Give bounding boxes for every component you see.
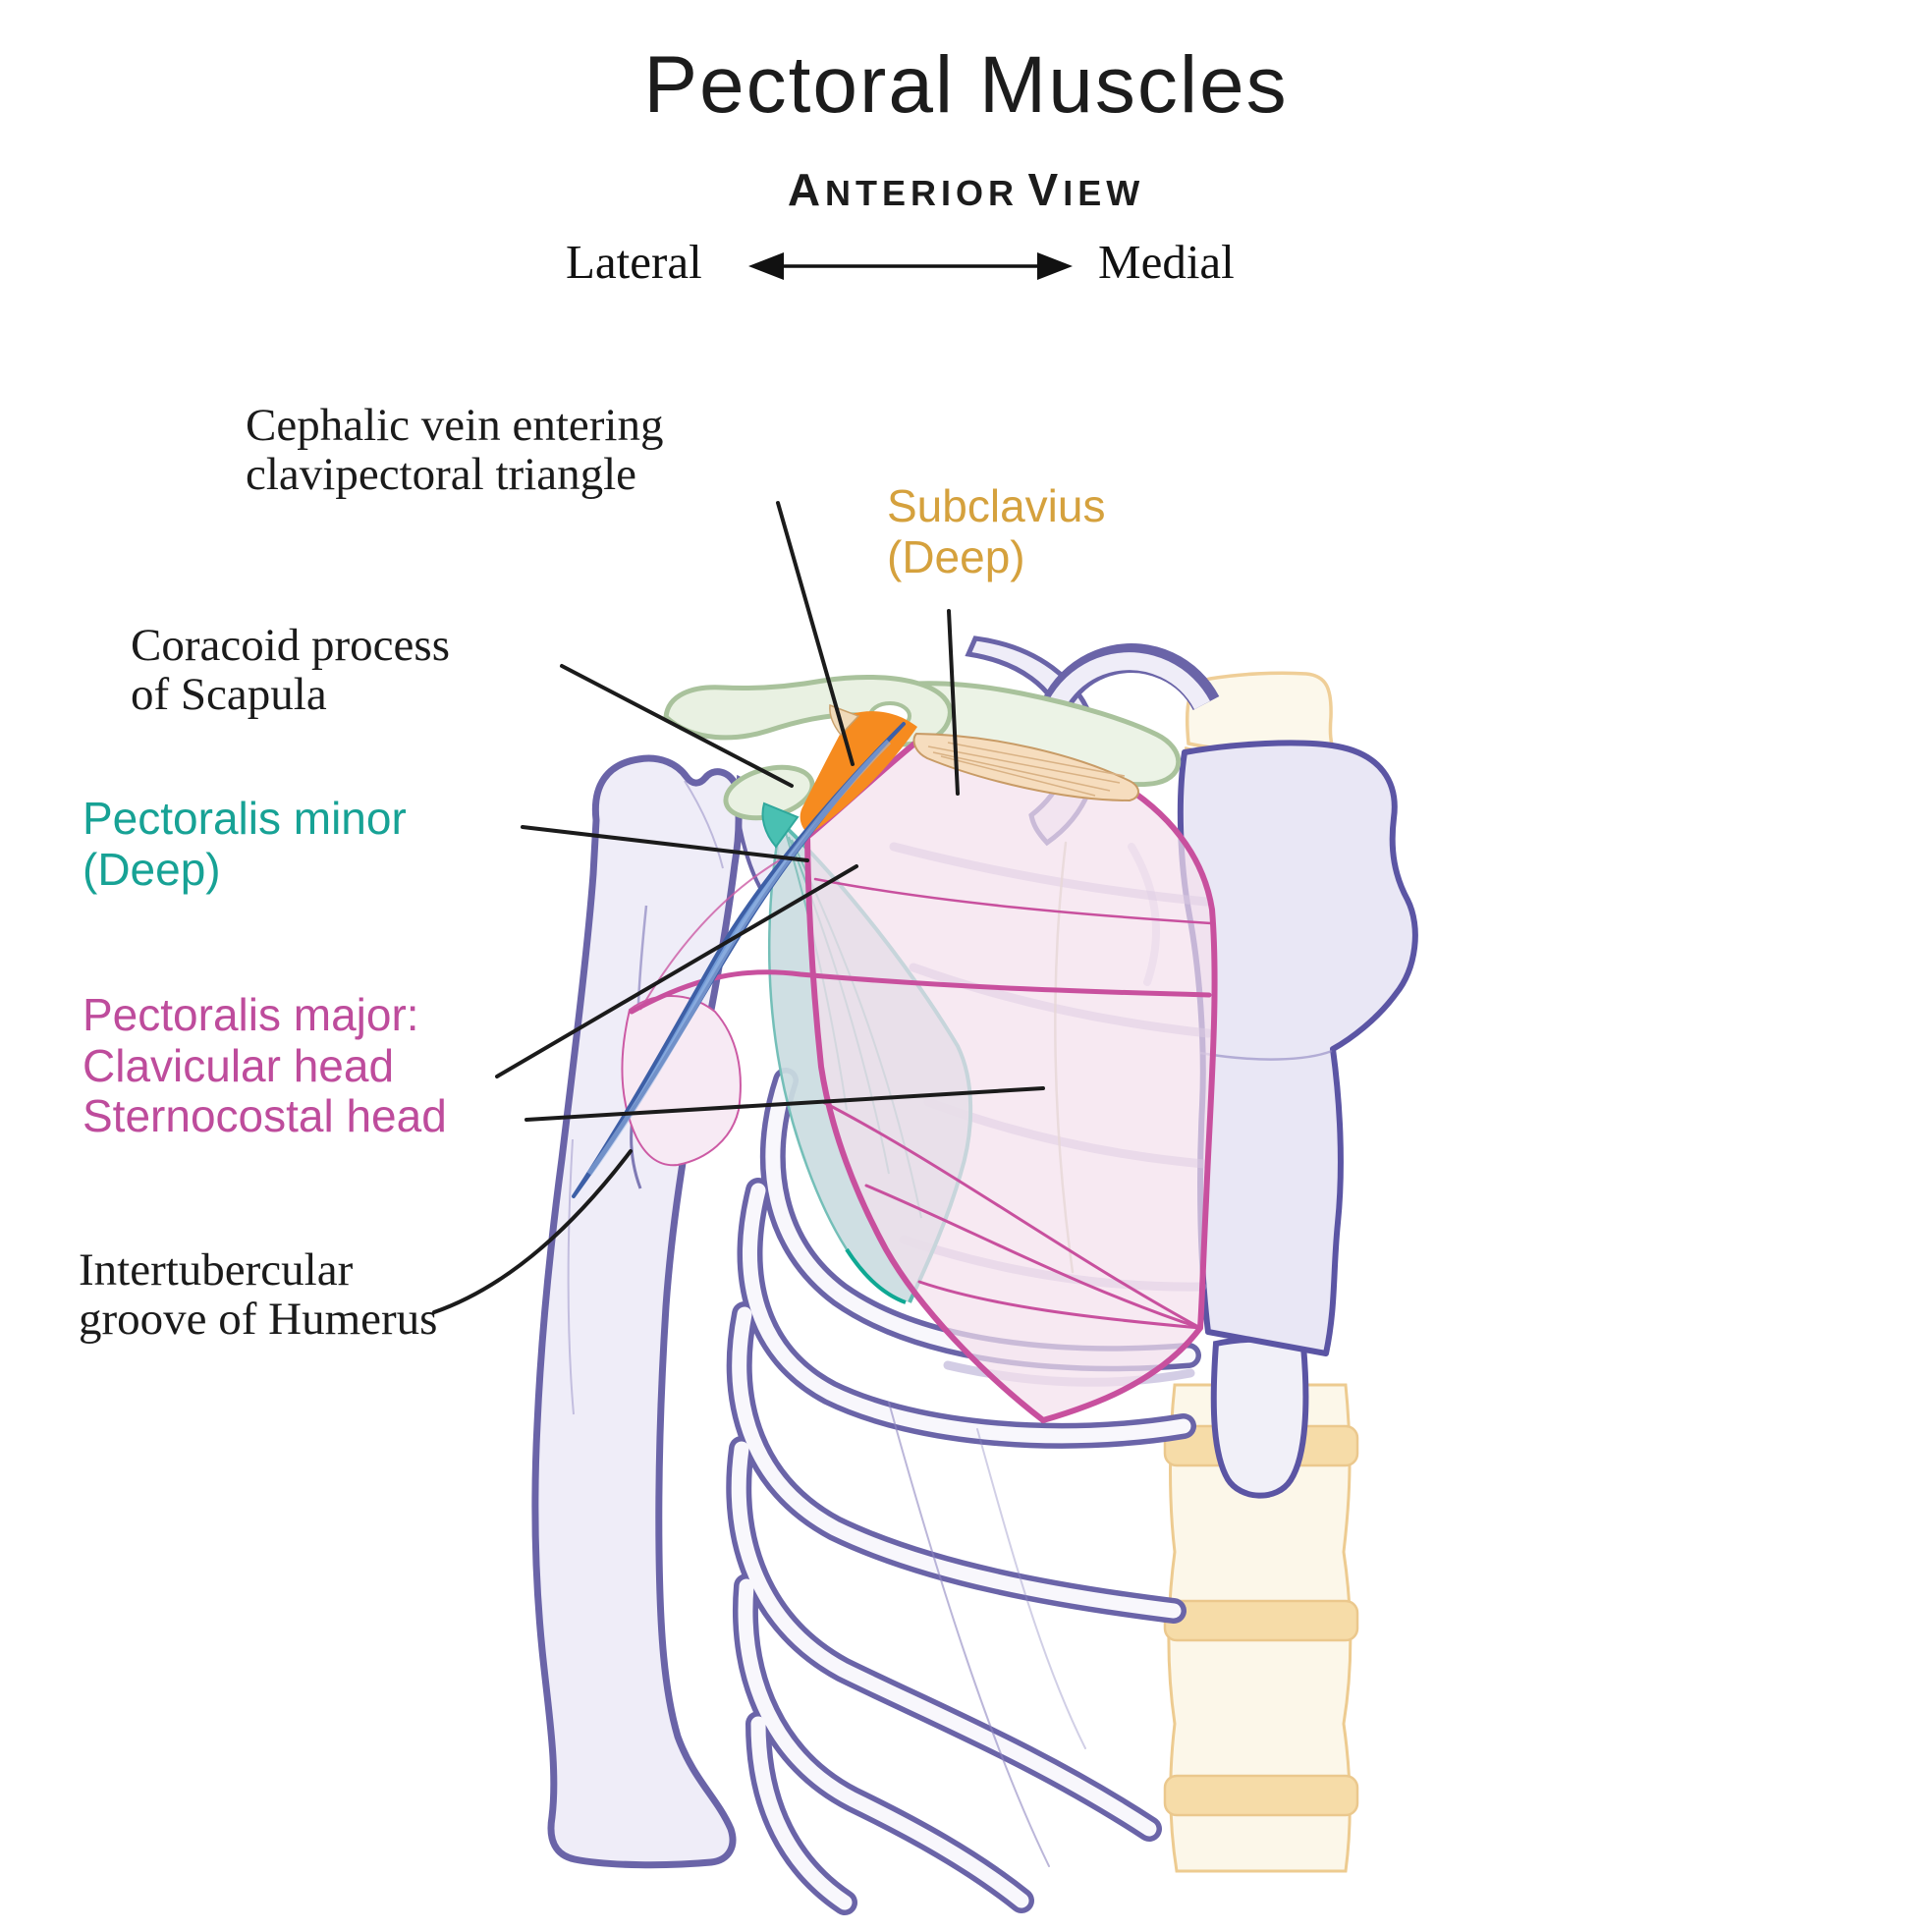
label-intertubercular-groove: Intertubercular groove of Humerus bbox=[79, 1245, 437, 1345]
label-pectoralis-minor: Pectoralis minor (Deep) bbox=[83, 793, 407, 895]
label-line: Sternocostal head bbox=[83, 1090, 447, 1142]
label-line: Coracoid process bbox=[131, 620, 450, 671]
label-line: Intertubercular bbox=[79, 1244, 354, 1296]
leader-subclavius bbox=[947, 609, 960, 796]
label-pectoralis-major: Pectoralis major: Clavicular head Sterno… bbox=[83, 989, 447, 1142]
pectoralis-minor-costal-edge bbox=[845, 1247, 907, 1304]
orientation-medial: Medial bbox=[1098, 235, 1235, 289]
subtitle-word2-initial: V bbox=[1027, 164, 1064, 215]
label-line: Pectoralis major: bbox=[83, 989, 419, 1040]
label-line: (Deep) bbox=[887, 530, 1025, 582]
cephalic-vein bbox=[572, 722, 906, 1198]
leader-lines bbox=[432, 501, 1045, 1314]
subtitle-word1-initial: A bbox=[787, 164, 826, 215]
leader-intertubercular-groove bbox=[432, 1149, 633, 1314]
label-line: Cephalic vein entering bbox=[246, 400, 664, 451]
sternum-group bbox=[1177, 740, 1418, 1499]
leader-sternocostal-head bbox=[524, 1086, 1045, 1122]
vertebral-column bbox=[1163, 671, 1359, 1873]
pectoralis-minor-tendon bbox=[761, 801, 800, 849]
subclavius-muscle bbox=[912, 732, 1139, 802]
leader-cephalic-vein bbox=[776, 501, 855, 766]
label-cephalic-vein: Cephalic vein entering clavipectoral tri… bbox=[246, 401, 663, 500]
subtitle-word1-rest: NTERIOR bbox=[825, 173, 1020, 213]
label-line: groove of Humerus bbox=[79, 1294, 438, 1346]
rib-cage-lower bbox=[726, 1068, 1201, 1915]
xiphoid-process bbox=[1210, 1336, 1309, 1499]
page-title: Pectoral Muscles bbox=[643, 40, 1289, 130]
lateral-medial-arrow-icon bbox=[748, 252, 1073, 280]
label-coracoid-process: Coracoid process of Scapula bbox=[131, 621, 450, 720]
leader-pectoralis-minor bbox=[521, 825, 809, 862]
label-line: of Scapula bbox=[131, 669, 327, 721]
subtitle-word2-rest: IEW bbox=[1063, 173, 1145, 213]
label-line: Clavicular head bbox=[83, 1039, 395, 1091]
label-subclavius: Subclavius (Deep) bbox=[887, 480, 1106, 582]
label-line: Pectoralis minor bbox=[83, 793, 407, 844]
leader-coracoid-process bbox=[560, 664, 794, 788]
leader-clavicular-head bbox=[495, 864, 858, 1078]
label-line: Subclavius bbox=[887, 480, 1106, 531]
page-subtitle: ANTERIOR VIEW bbox=[0, 163, 1932, 216]
orientation-lateral: Lateral bbox=[566, 235, 702, 289]
label-line: (Deep) bbox=[83, 843, 221, 895]
label-line: clavipectoral triangle bbox=[246, 449, 636, 501]
humerus bbox=[531, 754, 743, 1869]
